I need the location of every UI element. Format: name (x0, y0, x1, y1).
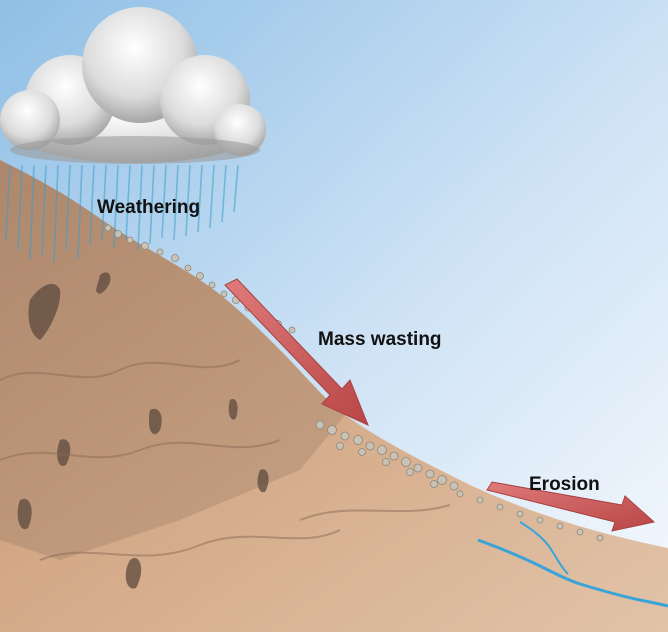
slope-shading (0, 160, 345, 560)
rock-crevices (17, 272, 269, 589)
stream-icon (477, 538, 668, 608)
erosion-arrow (486, 481, 656, 532)
erosion-label: Erosion (529, 474, 600, 495)
rock-ridges (0, 359, 451, 561)
cloud-icon (0, 7, 266, 164)
rain-icon (5, 164, 239, 263)
mass-wasting-arrow (224, 278, 369, 426)
weathering-label: Weathering (97, 197, 201, 218)
mountain-slope (0, 160, 668, 632)
stream-branch (519, 521, 569, 575)
debris (104, 224, 604, 542)
mass-wasting-label: Mass wasting (318, 329, 442, 350)
